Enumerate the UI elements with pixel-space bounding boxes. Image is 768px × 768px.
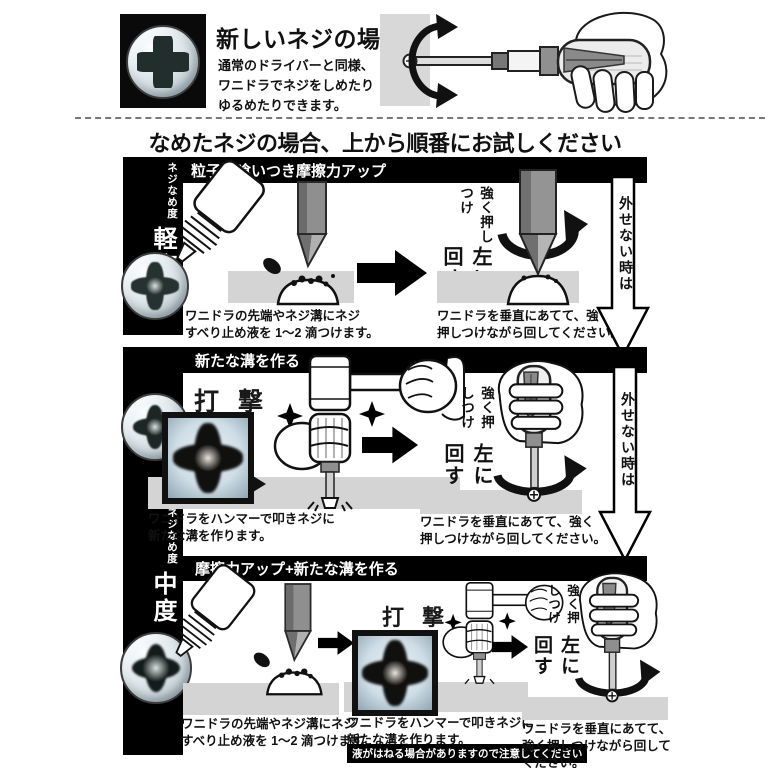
- right-arrow-icon: [318, 631, 354, 655]
- down-arrow-icon: [597, 365, 653, 563]
- pointer-icon: [253, 476, 266, 492]
- section1-caption-turn: ワニドラを垂直にあてて、強く 押しつけながら回してください。: [437, 309, 624, 340]
- splash-warning: 液がはねる場合がありますので注意してください: [347, 744, 588, 763]
- strike-label: 打 撃: [382, 605, 451, 630]
- new-screw-photo: [126, 25, 200, 99]
- intro-text: 通常のドライバーと同様、 ワニドラでネジをしめたり ゆるめたりできます。: [218, 58, 375, 114]
- new-screw-photo-block: [120, 14, 206, 108]
- section2-header-label: 新たな溝を作る: [195, 352, 301, 370]
- section3-caption-turn: ワニドラを垂直にあてて、 強く押しつけながら回して ください。: [522, 722, 672, 768]
- section2-caption-turn: ワニドラを垂直にあてて、強く 押しつけながら回してください。: [420, 515, 607, 546]
- section3-header-label: 摩擦力アップ+新たな溝を作る: [195, 561, 399, 578]
- screw-mound: [276, 278, 340, 306]
- section2-caption-hammer: ワニドラをハンマーで叩きネジに 新たな溝を作ります。: [148, 512, 335, 543]
- groove-closeup-photo: [352, 630, 438, 716]
- section3-caption-apply: ワニドラの先端やネジ溝にネジ すべり止め液を 1〜2 滴つけます。: [181, 717, 375, 748]
- liquid-bottle-illustration: [176, 160, 340, 306]
- cant-remove-arrow: 外せない時は: [597, 365, 653, 563]
- screw: [320, 497, 340, 509]
- cant-remove-label: 外せない時は: [618, 196, 634, 292]
- right-arrow-icon: [357, 250, 427, 296]
- liquid-bottle-illustration: [175, 564, 323, 696]
- grip: [308, 412, 352, 464]
- liquid-drop: [263, 257, 281, 275]
- impact-spark-icon: [359, 401, 385, 427]
- bottle: [193, 160, 265, 234]
- cant-remove-label: 外せない時は: [620, 392, 636, 488]
- section3-header: 摩擦力アップ+新たな溝を作る: [183, 556, 647, 581]
- push-turn-label: 強く押しつけ 左に回す: [441, 386, 494, 487]
- severity-medium-label: ネジなめ度 中度: [149, 507, 178, 625]
- screw-mound: [506, 274, 570, 306]
- cant-remove-arrow: 外せない時は: [595, 175, 651, 359]
- section3-caption-hammer: ワニドラをハンマーで叩きネジに 新たな溝を作ります。: [347, 716, 534, 747]
- screwdriver-in-wall-illustration: [380, 11, 668, 113]
- dashed-divider: [75, 117, 765, 119]
- hand-push-turn-illustration: [493, 360, 587, 502]
- impact-spark-icon: [277, 403, 303, 429]
- hammer-strike-illustration: [442, 581, 564, 685]
- groove-closeup-photo: [162, 412, 266, 504]
- section1-caption-apply: ワニドラの先端やネジ溝にネジ すべり止め液を 1〜2 滴つけます。: [185, 309, 379, 340]
- floor-strip: [420, 490, 582, 514]
- screw-photo-heavy-damage: [120, 632, 192, 704]
- right-arrow-icon: [362, 426, 418, 464]
- right-arrow-icon: [492, 635, 528, 659]
- stripped-screw-banner: なめたネジの場合、上から順番にお試しください: [148, 131, 622, 156]
- hammer-head: [308, 354, 352, 412]
- page-title: 新しいネジの場合: [216, 26, 404, 52]
- floor-strip: [522, 697, 668, 720]
- bit-push-turn-illustration: [497, 169, 588, 306]
- strike-label: 打 撃: [194, 388, 269, 416]
- screw-photo-light-damage: [121, 252, 189, 320]
- push-turn-label: 強く押しつけ 左に回す: [531, 584, 579, 678]
- rotation-arrow-icon: [408, 22, 443, 100]
- hammer-strike-illustration: [273, 354, 465, 512]
- hand-push-turn-illustration: [575, 572, 661, 703]
- down-arrow-icon: [595, 175, 651, 359]
